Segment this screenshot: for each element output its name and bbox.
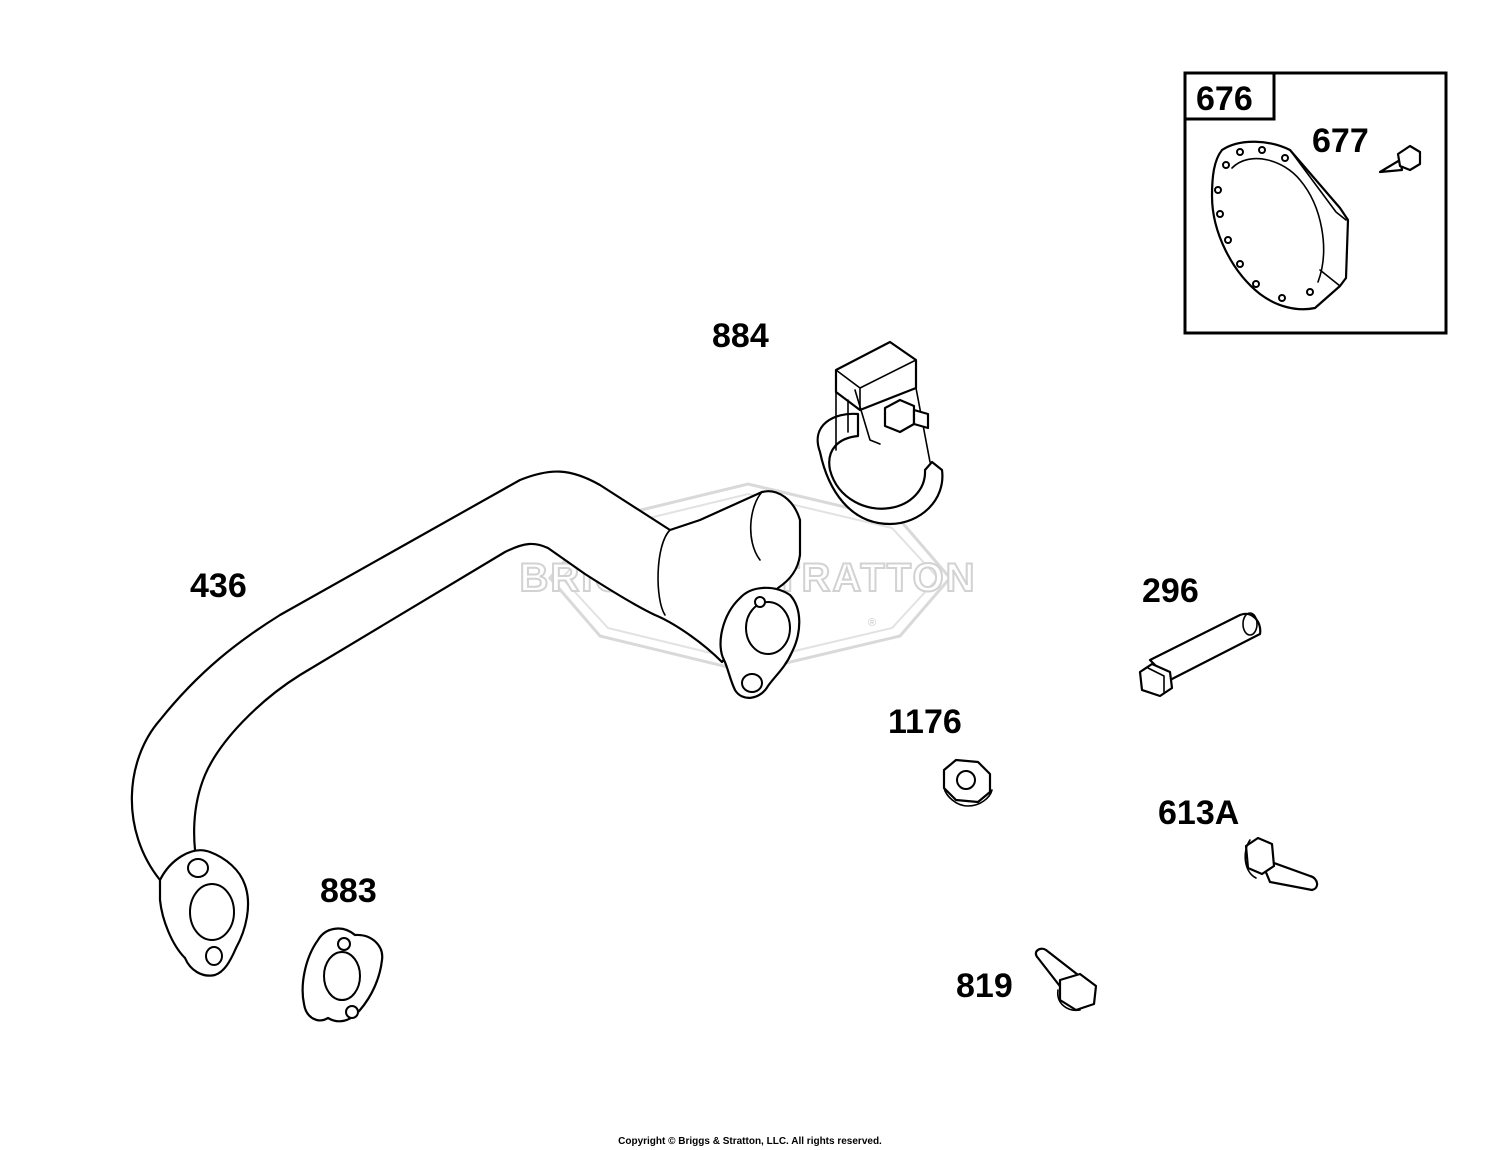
callout-884: 884 xyxy=(712,317,769,355)
callout-436: 436 xyxy=(190,567,247,605)
callout-676: 676 xyxy=(1196,80,1253,118)
callout-296: 296 xyxy=(1142,572,1199,610)
callout-819: 819 xyxy=(956,967,1013,1005)
clamp-884[interactable] xyxy=(816,340,944,526)
copyright-notice: Copyright © Briggs & Stratton, LLC. All … xyxy=(618,1136,882,1147)
flange-nut-1176[interactable] xyxy=(942,758,993,807)
flange-bolt-613a[interactable] xyxy=(1244,836,1319,892)
registered-mark: ® xyxy=(868,617,876,629)
exhaust-tube-436[interactable] xyxy=(130,470,802,977)
stud-296[interactable] xyxy=(1138,612,1262,698)
kit-box-676 xyxy=(1183,71,1448,335)
callout-613a: 613A xyxy=(1158,794,1239,832)
cover-676[interactable] xyxy=(1210,140,1350,311)
flange-bolt-819[interactable] xyxy=(1034,947,1098,1012)
gasket-883[interactable] xyxy=(301,927,384,1023)
screw-677[interactable] xyxy=(1378,144,1422,174)
callout-677: 677 xyxy=(1312,122,1369,160)
callout-883: 883 xyxy=(320,872,377,910)
callout-1176: 1176 xyxy=(888,703,962,741)
